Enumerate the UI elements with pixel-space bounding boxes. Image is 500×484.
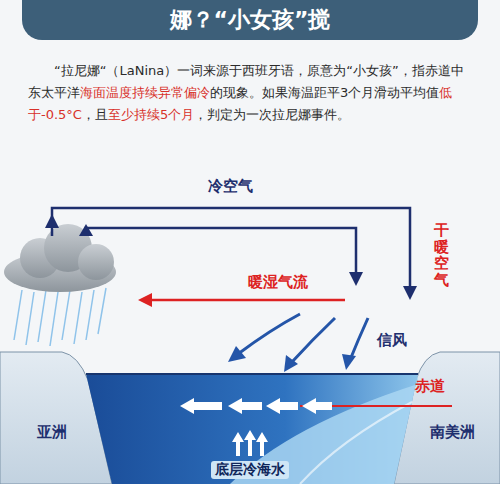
air-label: 冷空气 — [208, 177, 253, 196]
water-label: 底层冷海水 — [211, 461, 289, 479]
wind-label: 信风 — [377, 331, 407, 350]
highlight-text: 海面温度持续异常偏冷 — [80, 85, 210, 100]
equator-label: 赤道 — [415, 377, 445, 396]
continent-label: 亚洲 — [37, 423, 67, 442]
highlight-text: 至少持续5个月 — [108, 107, 194, 122]
air-label: 干暖空气 — [434, 222, 449, 288]
title: 娜？“小女孩”搅 — [22, 0, 478, 40]
paragraph-text: 的现象。如果海温距平3个月滑动平均值 — [210, 85, 439, 100]
title-text: 娜？“小女孩”搅 — [170, 7, 331, 32]
continent-label: 南美洲 — [430, 423, 475, 442]
paragraph-text: ，判定为一次拉尼娜事件。 — [194, 107, 350, 122]
paragraph-text: ，且 — [82, 107, 108, 122]
flow-label: 暖湿气流 — [248, 273, 308, 292]
intro-paragraph: “拉尼娜“（LaNina）一词来源于西班牙语，原意为“小女孩”，指赤道中东太平洋… — [28, 60, 472, 126]
